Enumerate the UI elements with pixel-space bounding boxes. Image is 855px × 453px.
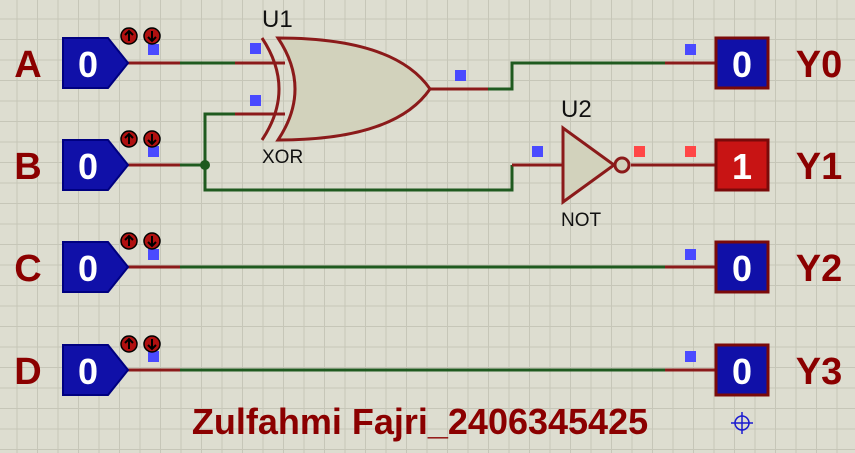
logic-state-output[interactable] <box>714 138 770 192</box>
input-probe-c[interactable]: 0 C <box>14 232 161 293</box>
arrow-up-glyph <box>124 29 134 41</box>
input-probe-d[interactable]: 0 D <box>14 335 161 396</box>
output-probe-y0[interactable]: 0 Y0 <box>714 36 842 90</box>
state-indicator <box>455 70 466 81</box>
output-value: 1 <box>732 146 752 187</box>
arrow-down-glyph <box>147 134 157 146</box>
output-label: Y3 <box>796 351 842 393</box>
logic-state-input[interactable] <box>62 241 130 293</box>
wires <box>128 61 716 372</box>
output-probe-y2[interactable]: 0 Y2 <box>714 240 842 294</box>
state-indicator <box>685 249 696 260</box>
input-label: D <box>14 351 41 393</box>
gate-u1-ref: U1 <box>262 6 293 33</box>
state-indicator <box>685 146 696 157</box>
gate-u2-type: NOT <box>561 210 602 231</box>
gate-u1-xor[interactable]: U1 XOR <box>260 6 432 168</box>
output-value: 0 <box>732 351 752 392</box>
logic-state-input[interactable] <box>62 37 130 89</box>
state-indicator <box>685 44 696 55</box>
state-indicator <box>532 146 543 157</box>
state-indicator <box>148 249 159 260</box>
wire-b-to-not <box>203 165 514 192</box>
state-indicator <box>250 95 261 106</box>
gate-u2-ref: U2 <box>561 96 592 123</box>
not-gate-body <box>561 125 617 205</box>
output-value: 0 <box>732 44 752 85</box>
logic-state-output[interactable] <box>714 36 770 90</box>
wire-b-to-xor <box>203 112 235 165</box>
crosshair-icon <box>731 412 753 434</box>
input-value: 0 <box>78 44 98 85</box>
arrow-down-glyph <box>147 236 157 248</box>
output-value: 0 <box>732 248 752 289</box>
arrow-up-glyph <box>124 234 134 246</box>
probe-toggle-icons[interactable] <box>120 232 161 250</box>
gate-u1-type: XOR <box>262 147 303 168</box>
author-credit: Zulfahmi Fajri_2406345425 <box>192 401 648 442</box>
input-value: 0 <box>78 146 98 187</box>
input-label: A <box>14 44 41 86</box>
output-probe-y3[interactable]: 0 Y3 <box>714 343 842 397</box>
input-value: 0 <box>78 248 98 289</box>
input-label: C <box>14 248 41 290</box>
state-indicator <box>148 44 159 55</box>
logic-state-output[interactable] <box>714 240 770 294</box>
logic-state-input[interactable] <box>62 344 130 396</box>
wire-junction-dot <box>200 160 210 170</box>
state-indicator <box>250 43 261 54</box>
output-probe-y1[interactable]: 1 Y1 <box>714 138 842 192</box>
probe-toggle-icons[interactable] <box>120 335 161 353</box>
input-probe-b[interactable]: 0 B <box>14 130 161 191</box>
output-label: Y2 <box>796 248 842 290</box>
arrow-down-glyph <box>147 31 157 43</box>
state-indicator <box>148 351 159 362</box>
input-label: B <box>14 146 41 188</box>
xor-gate-body <box>275 36 432 142</box>
xor-gate-input-arc <box>260 37 281 141</box>
logic-state-indicators <box>148 43 696 362</box>
arrow-down-glyph <box>147 339 157 351</box>
not-gate-bubble <box>613 156 631 174</box>
wire-xor-to-y0 <box>488 61 665 91</box>
state-indicator <box>685 351 696 362</box>
output-label: Y1 <box>796 146 842 188</box>
logic-state-input[interactable] <box>62 139 130 191</box>
state-indicator <box>148 146 159 157</box>
gate-u2-not[interactable]: U2 NOT <box>561 96 631 231</box>
input-value: 0 <box>78 351 98 392</box>
probe-toggle-icons[interactable] <box>120 130 161 148</box>
arrow-up-glyph <box>124 337 134 349</box>
probe-toggle-icons[interactable] <box>120 27 161 45</box>
input-probe-a[interactable]: 0 A <box>14 27 161 89</box>
logic-state-output[interactable] <box>714 343 770 397</box>
output-label: Y0 <box>796 44 842 86</box>
state-indicator <box>634 146 645 157</box>
arrow-up-glyph <box>124 132 134 144</box>
